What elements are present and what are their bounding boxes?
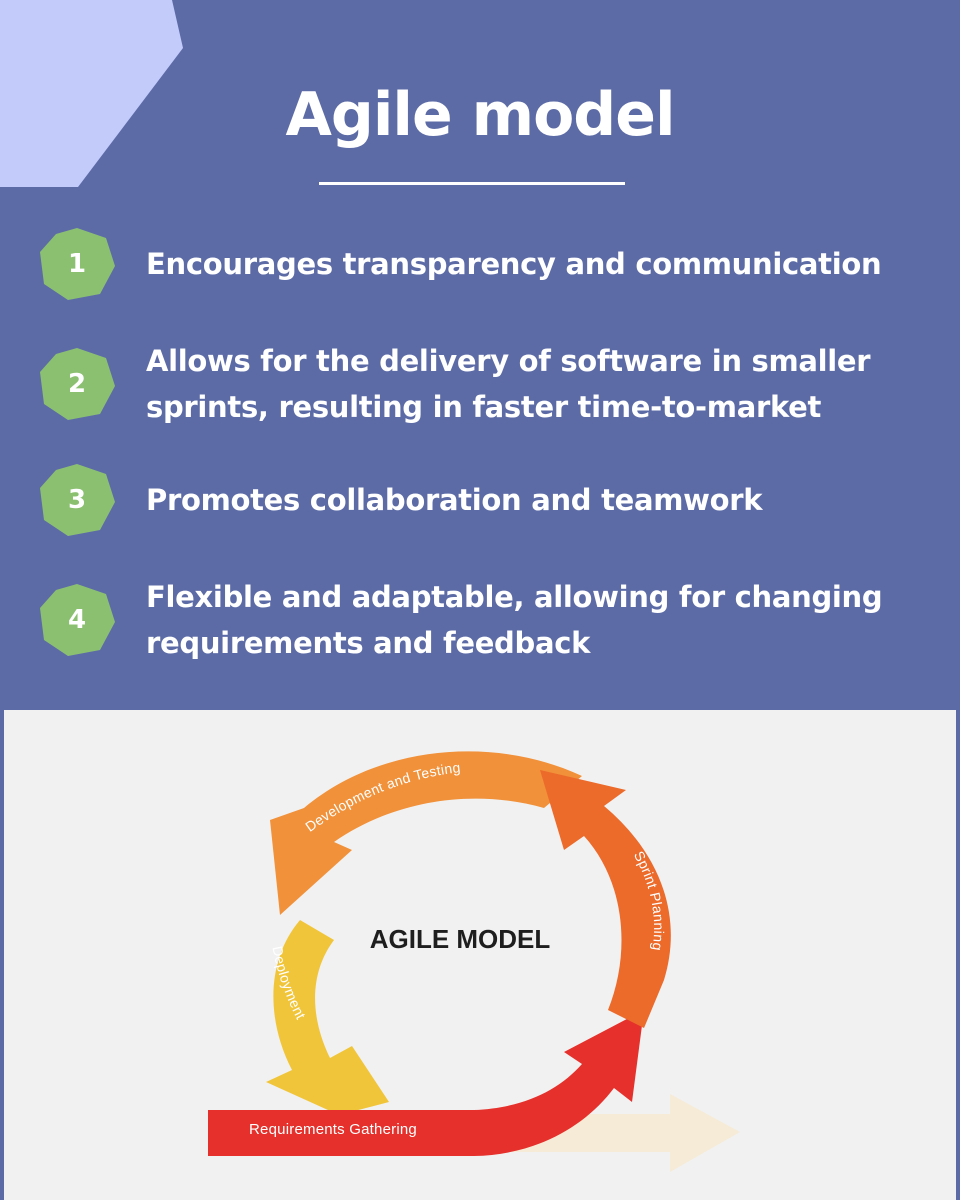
page-title: Agile model (285, 80, 675, 150)
benefit-line: Allows for the delivery of software in s… (146, 344, 871, 378)
badge-number: 1 (67, 249, 87, 279)
benefit-text: Encourages transparency and communicatio… (146, 241, 936, 287)
deployment-arrow (266, 920, 389, 1115)
badge-number: 2 (67, 369, 87, 399)
agile-cycle-diagram: Development and Testing Sprint Planning … (208, 751, 740, 1172)
benefit-line: Promotes collaboration and teamwork (146, 483, 763, 517)
badge-1: 1 (38, 226, 116, 302)
benefits-panel: Agile model 1 Encourages transparency an… (0, 0, 936, 666)
requirements-gathering-arrow (208, 1010, 644, 1156)
development-testing-arrow (270, 751, 582, 915)
badge-4: 4 (38, 582, 116, 658)
badge-3: 3 (38, 462, 116, 538)
benefit-text: Allows for the delivery of software in s… (146, 338, 936, 430)
title-divider (319, 182, 625, 185)
badge-2: 2 (38, 346, 116, 422)
sprint-planning-arrow (540, 770, 671, 1028)
benefit-text: Flexible and adaptable, allowing for cha… (146, 574, 936, 666)
corner-accent-shape (0, 0, 183, 187)
benefit-line: sprints, resulting in faster time-to-mar… (146, 390, 822, 424)
badge-number: 3 (67, 485, 87, 515)
benefit-line: Flexible and adaptable, allowing for cha… (146, 580, 883, 614)
benefit-line: requirements and feedback (146, 626, 591, 660)
benefit-line: Encourages transparency and communicatio… (146, 247, 882, 281)
diagram-panel: Development and Testing Sprint Planning … (4, 710, 956, 1200)
diagram-center-label: AGILE MODEL (370, 924, 551, 954)
benefit-text: Promotes collaboration and teamwork (146, 477, 936, 523)
stage-label-requirements-gathering: Requirements Gathering (249, 1121, 417, 1138)
badge-number: 4 (67, 605, 87, 635)
continuation-arrow (474, 1094, 740, 1172)
